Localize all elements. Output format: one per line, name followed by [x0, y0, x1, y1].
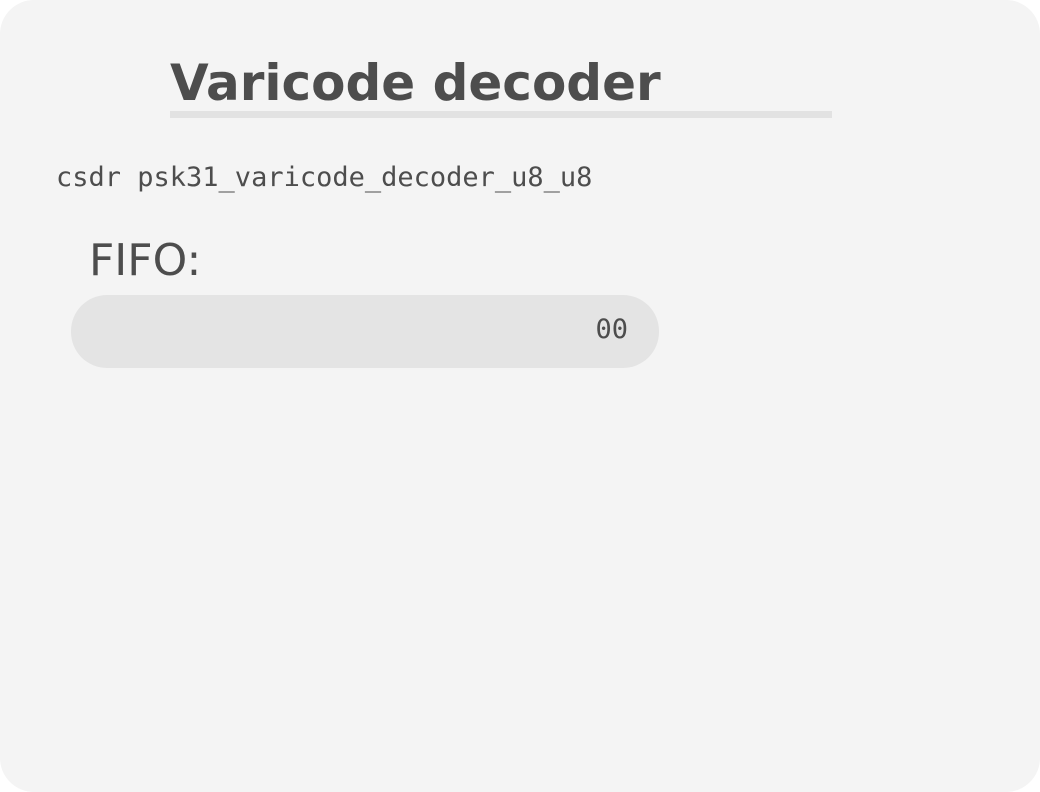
fifo-label: FIFO: — [89, 235, 202, 286]
fifo-buffer-display: 00 — [71, 295, 659, 368]
title-underline — [170, 111, 832, 118]
fifo-value: 00 — [595, 314, 628, 345]
block-title: Varicode decoder — [170, 54, 661, 112]
block-command: csdr psk31_varicode_decoder_u8_u8 — [56, 162, 593, 193]
